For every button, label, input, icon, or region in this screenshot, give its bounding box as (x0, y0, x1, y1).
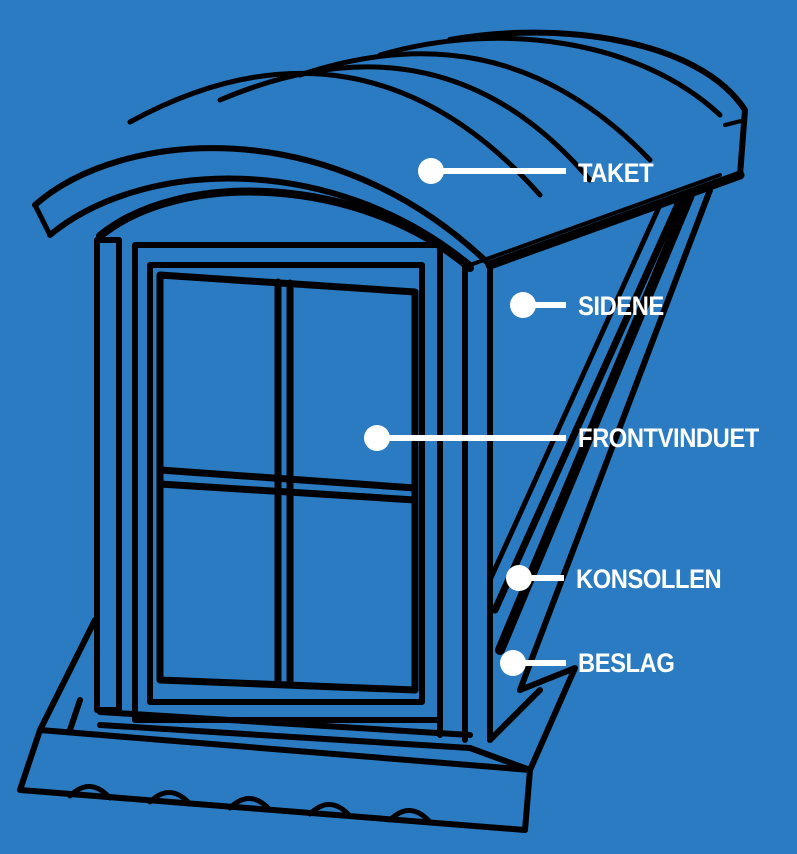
base-flashing (17, 617, 578, 833)
callout-line (526, 575, 564, 581)
label-sidene: SIDENE (578, 291, 664, 321)
label-konsollen: KONSOLLEN (576, 564, 722, 594)
callout-line (385, 435, 566, 441)
front-frame (94, 237, 493, 751)
callout-line (530, 302, 566, 308)
callout-line (520, 660, 566, 666)
callout-line (440, 168, 566, 174)
roof (32, 29, 748, 272)
callout-dot (418, 158, 444, 184)
label-beslag: BESLAG (578, 648, 675, 678)
label-taket: TAKET (578, 158, 654, 188)
label-frontvinduet: FRONTVINDUET (578, 423, 759, 453)
window-sash (156, 271, 419, 694)
